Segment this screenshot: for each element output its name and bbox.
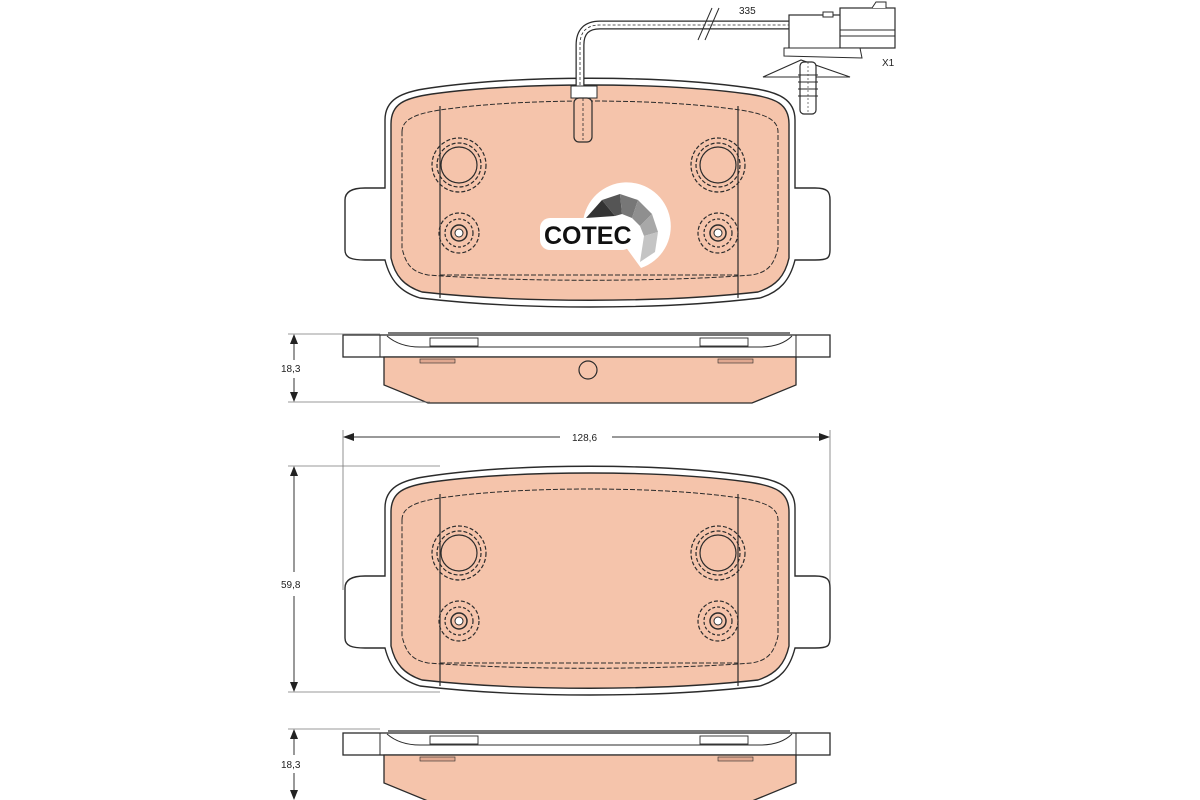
top-pad-side-view bbox=[342, 332, 831, 404]
wear-sensor bbox=[570, 1, 896, 143]
thickness-dimension-top bbox=[288, 333, 430, 403]
height-label: 59,8 bbox=[281, 580, 301, 591]
bottom-pad-face-view bbox=[344, 465, 831, 696]
width-dimension bbox=[342, 430, 831, 590]
sensor-length-label: 335 bbox=[739, 6, 756, 17]
height-dimension bbox=[288, 465, 440, 693]
cotec-logo: COTEC bbox=[540, 182, 671, 268]
connector-label: X1 bbox=[882, 58, 895, 69]
thickness-dimension-bottom bbox=[288, 728, 380, 800]
width-label: 128,6 bbox=[572, 433, 597, 444]
thickness-label-top: 18,3 bbox=[281, 364, 301, 375]
cotec-logo-text: COTEC bbox=[544, 222, 632, 250]
bottom-pad-side-view bbox=[342, 730, 831, 800]
thickness-label-bottom: 18,3 bbox=[281, 760, 301, 771]
